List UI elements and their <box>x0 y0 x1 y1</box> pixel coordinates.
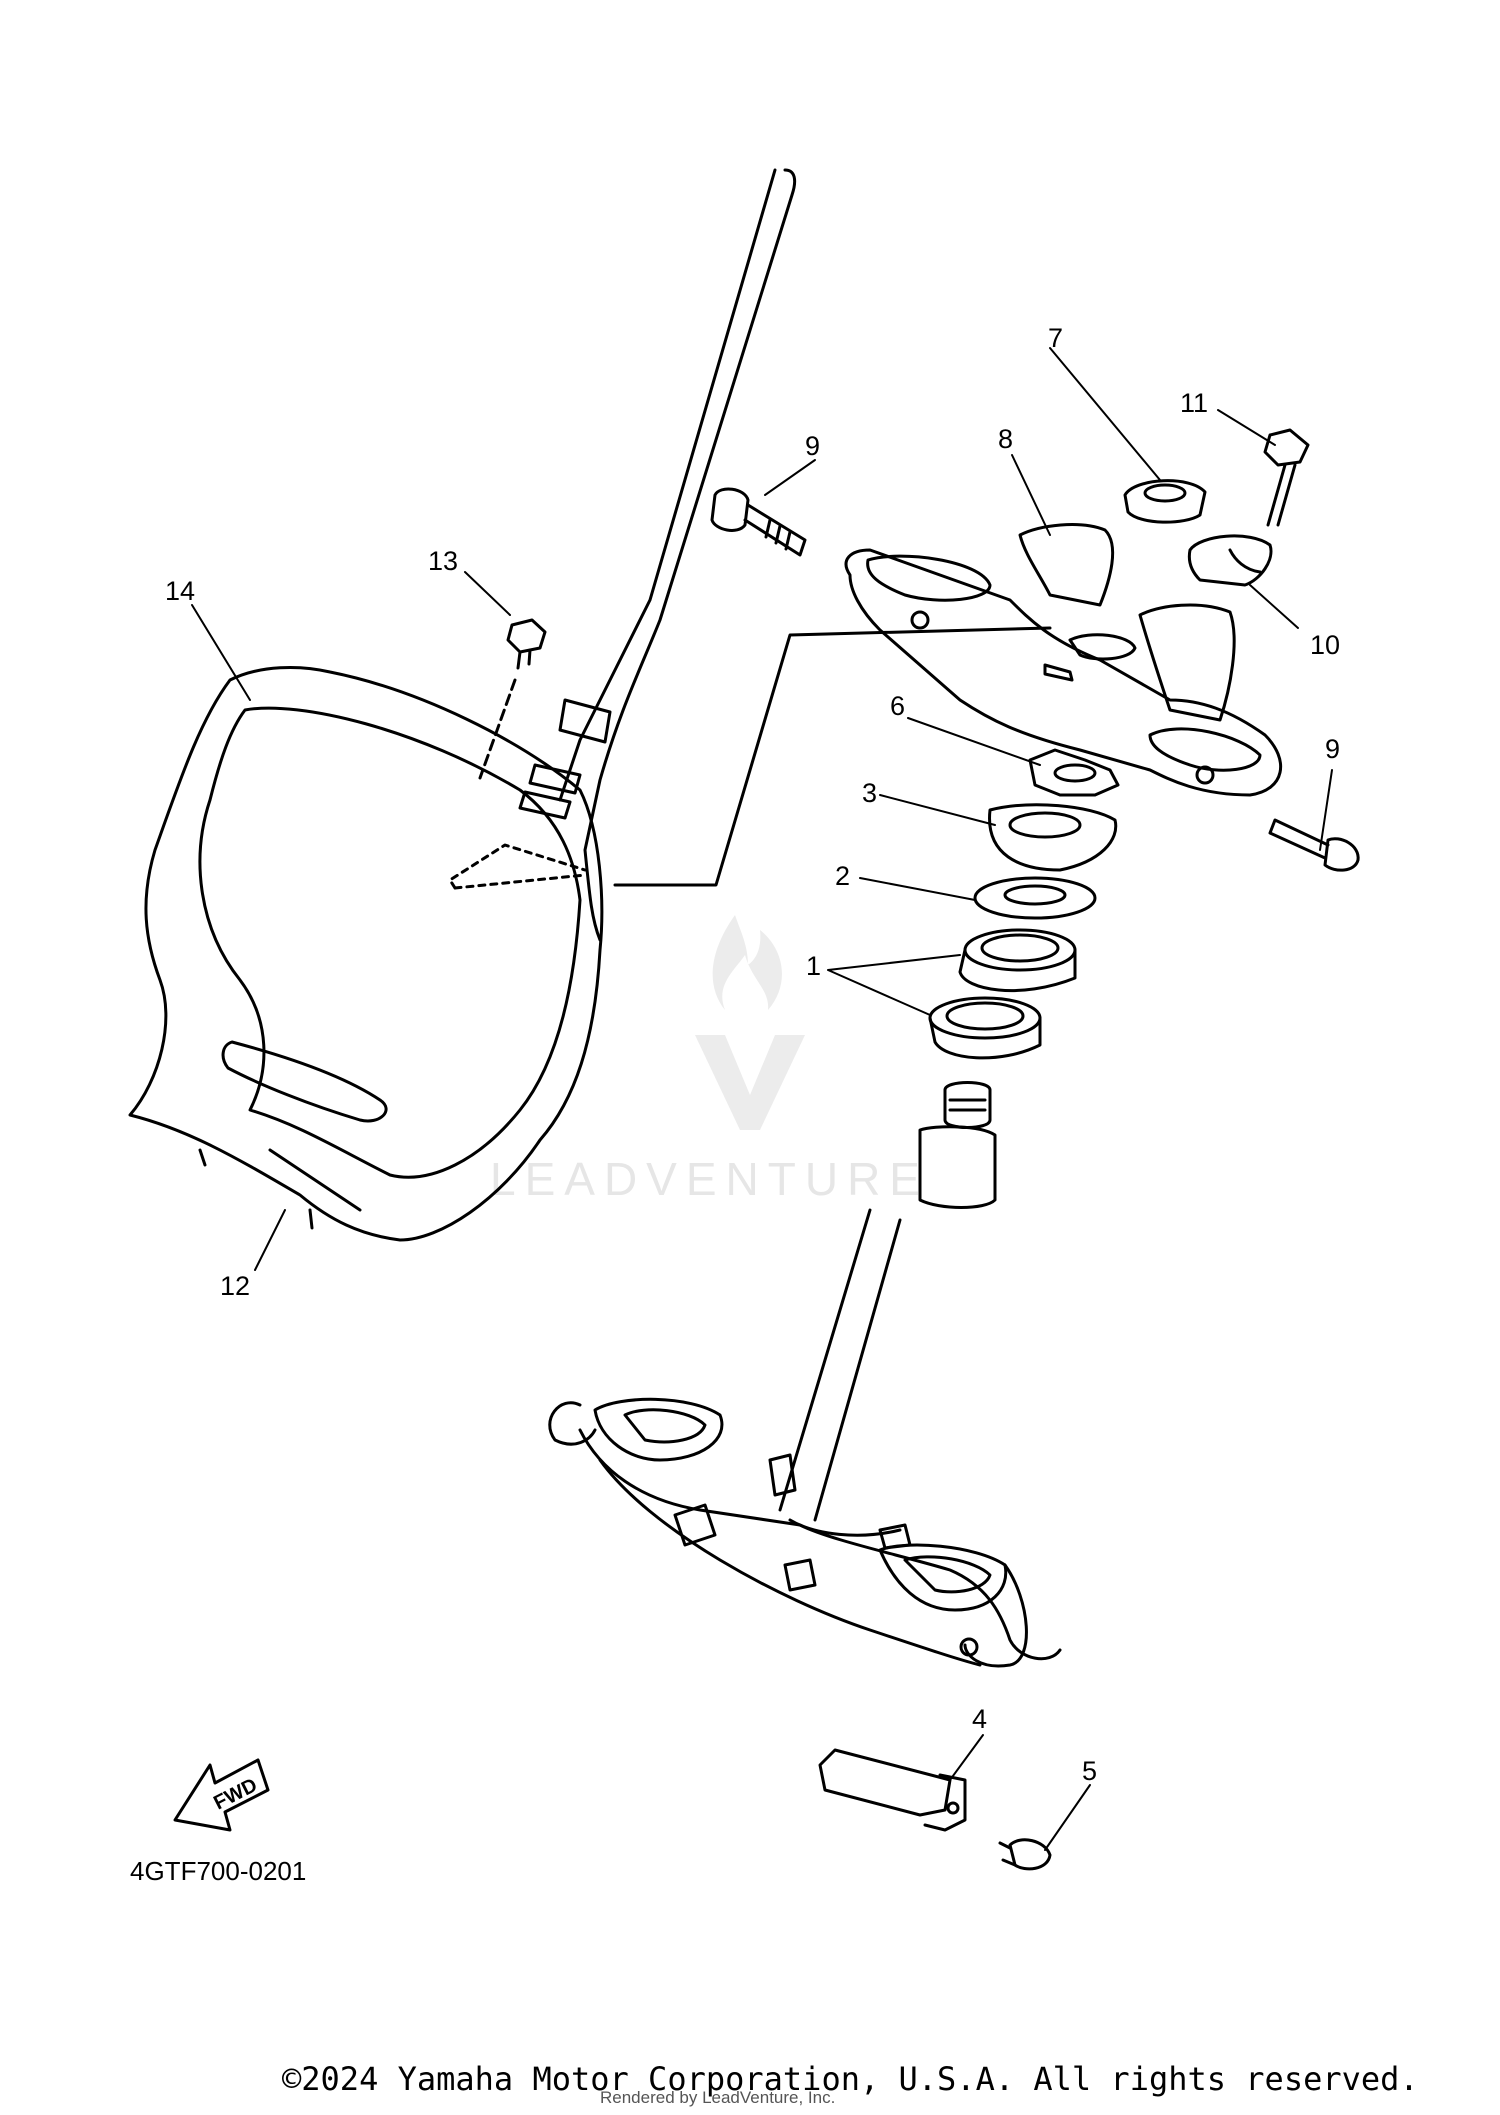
guide-bolt <box>998 1838 1052 1871</box>
callout-9-left: 9 <box>805 431 820 461</box>
callout-7: 7 <box>1048 323 1063 353</box>
watermark-text: LEADVENTURE <box>490 1153 929 1205</box>
ring-nut <box>1028 748 1120 797</box>
bearing-lower <box>928 996 1042 1060</box>
callout-11: 11 <box>1180 388 1208 418</box>
bearing-upper <box>958 928 1077 993</box>
clamp-bolt-right <box>1268 818 1360 872</box>
watermark: LEADVENTURE <box>490 915 929 1205</box>
callout-14: 14 <box>165 576 195 606</box>
flame-icon <box>712 915 782 1010</box>
callout-5: 5 <box>1082 1756 1097 1786</box>
callout-8: 8 <box>998 424 1013 454</box>
rendered-by-notice: Rendered by LeadVenture, Inc. <box>600 2088 836 2107</box>
callout-1: 1 <box>806 951 821 981</box>
clamp-bolt-left <box>710 487 807 557</box>
diagram-code: 4GTF700-0201 <box>130 1856 306 1886</box>
lower-triple-clamp <box>548 1397 1062 1668</box>
dust-seal <box>973 876 1097 920</box>
callout-9-right: 9 <box>1325 734 1340 764</box>
callout-13: 13 <box>428 546 458 576</box>
plate-bolt <box>478 618 547 780</box>
callout-6: 6 <box>890 691 905 721</box>
washer <box>988 803 1118 872</box>
copyright-notice: ©2024 Yamaha Motor Corporation, U.S.A. A… <box>282 2060 1419 2098</box>
callout-2: 2 <box>835 861 850 891</box>
cable-guide <box>818 1748 967 1832</box>
number-plate <box>128 168 797 1242</box>
handlebar-holder <box>1187 534 1273 587</box>
handlebar-bolt <box>1263 428 1310 527</box>
callout-10: 10 <box>1310 630 1340 660</box>
leader-lines <box>191 347 1333 1851</box>
v-logo-icon <box>695 1035 805 1130</box>
callouts: 1 2 3 4 5 6 7 8 9 9 10 11 12 13 14 <box>165 323 1340 1786</box>
callout-3: 3 <box>862 778 877 808</box>
callout-12: 12 <box>220 1271 250 1301</box>
steering-nut <box>1123 479 1207 524</box>
upper-triple-clamp <box>844 523 1282 797</box>
fwd-arrow-icon <box>173 1758 270 1832</box>
steering-stem <box>778 1081 997 1522</box>
callout-4: 4 <box>972 1704 987 1734</box>
